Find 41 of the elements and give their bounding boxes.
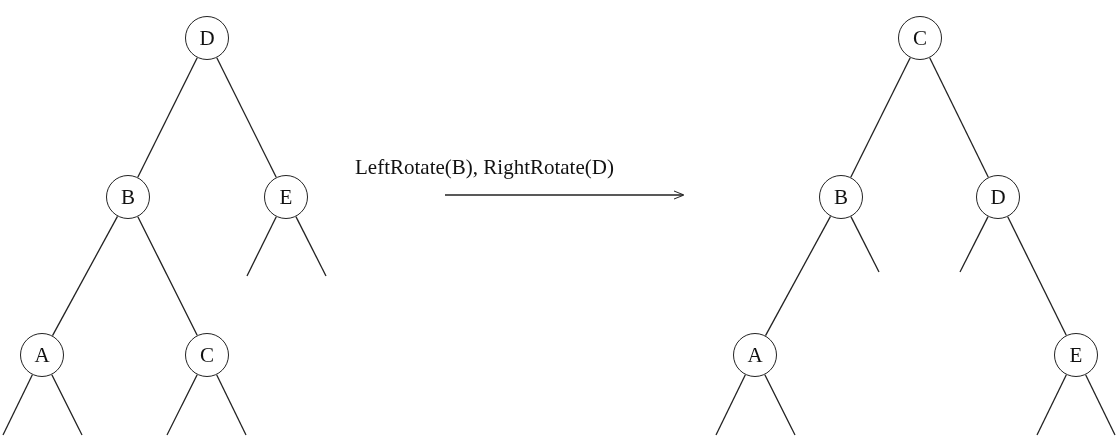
node-label: E [279, 184, 293, 210]
tree-edge [764, 215, 832, 337]
tree-edge [246, 216, 277, 277]
node-label: C [200, 342, 214, 368]
tree-edge [929, 57, 989, 178]
tree-edge [959, 215, 989, 273]
tree-edge [1085, 374, 1116, 436]
tree-node-circle [976, 175, 1020, 219]
tree-edge [764, 374, 796, 436]
tree-edge [51, 215, 119, 337]
tree-edge [715, 374, 746, 436]
tree-edge [850, 215, 880, 273]
tree-edge [51, 374, 83, 436]
tree-edge [216, 374, 247, 436]
node-label: D [990, 184, 1006, 210]
tree-edge [295, 216, 327, 277]
node-label: B [834, 184, 848, 210]
tree-node-circle [1054, 333, 1098, 377]
tree-node-circle [20, 333, 64, 377]
tree-node-circle [106, 175, 150, 219]
tree-edge [216, 57, 277, 178]
tree-node-circle [264, 175, 308, 219]
node-label: A [34, 342, 50, 368]
operation-label: LeftRotate(B), RightRotate(D) [355, 155, 615, 180]
node-label: D [199, 25, 215, 51]
node-label: A [747, 342, 763, 368]
tree-node-circle [185, 16, 229, 60]
tree-edge [850, 57, 911, 178]
tree-edge [137, 216, 198, 336]
tree-node-circle [185, 333, 229, 377]
node-label: B [121, 184, 135, 210]
node-label: E [1069, 342, 1083, 368]
tree-edge [2, 374, 33, 436]
tree-edge [1007, 216, 1067, 336]
node-label: C [913, 25, 927, 51]
tree-node-circle [733, 333, 777, 377]
tree-node-circle [819, 175, 863, 219]
tree-edge [137, 57, 198, 178]
tree-edge [1036, 374, 1067, 436]
tree-edge [166, 374, 198, 436]
tree-node-circle [898, 16, 942, 60]
